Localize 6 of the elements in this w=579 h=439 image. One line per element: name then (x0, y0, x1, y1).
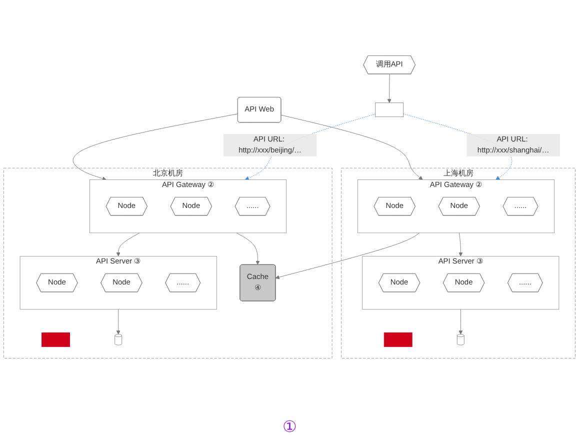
node-bar (42, 332, 70, 348)
callout-number: ① (282, 419, 296, 436)
node-cylinder (114, 334, 122, 346)
node-bar (384, 332, 412, 348)
node-cylinder (456, 334, 464, 346)
node-box (375, 103, 404, 118)
